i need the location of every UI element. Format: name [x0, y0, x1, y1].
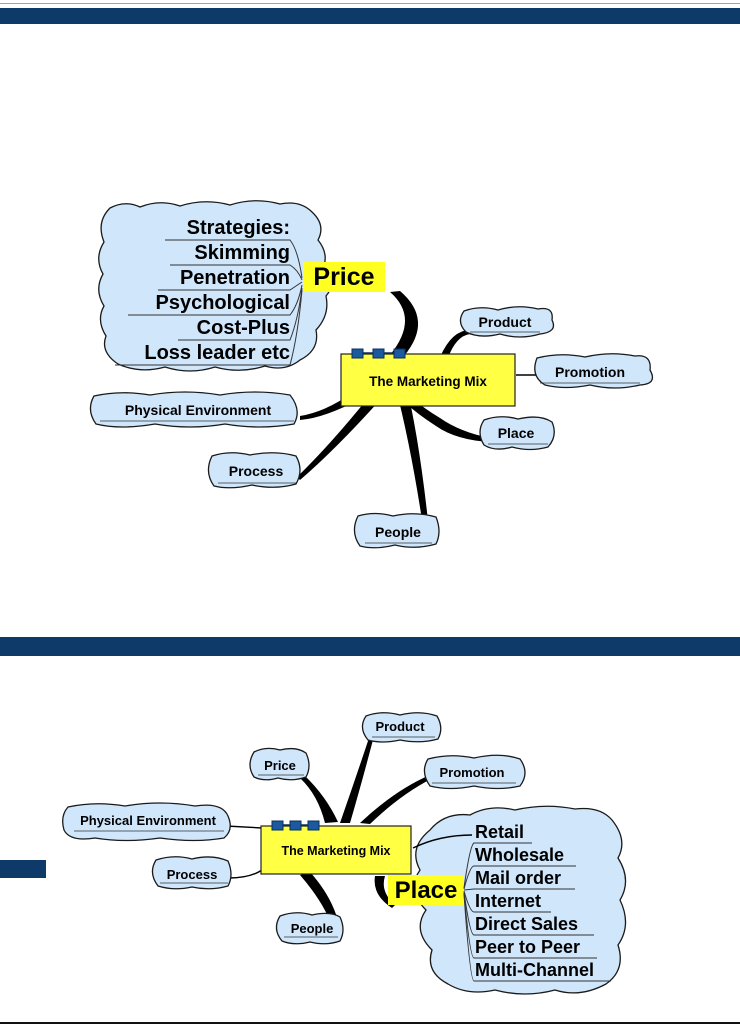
- people-node[interactable]: [275, 912, 344, 945]
- process-label: Process: [167, 867, 218, 882]
- price-node[interactable]: [249, 747, 310, 781]
- place-label: Place: [498, 425, 535, 441]
- topic-marker: [372, 348, 385, 359]
- place-cloud: [413, 805, 627, 995]
- price-strategies-list: Strategies: Skimming Penetration Psychol…: [144, 217, 290, 364]
- central-topic-box[interactable]: [260, 825, 412, 875]
- place-channels-list: Retail Wholesale Mail order Internet Dir…: [475, 822, 594, 980]
- promotion-label: Promotion: [555, 364, 625, 380]
- process-label: Process: [229, 463, 284, 479]
- place-node[interactable]: [479, 416, 555, 451]
- list-item: Peer to Peer: [475, 937, 580, 957]
- product-label: Product: [479, 314, 532, 330]
- focus-topic-place[interactable]: Place: [395, 877, 458, 904]
- topic-marker: [351, 348, 364, 359]
- focus-topic-price[interactable]: Price: [313, 263, 374, 291]
- topic-marker: [307, 820, 320, 831]
- list-item: Loss leader etc: [144, 342, 290, 364]
- list-item: Multi-Channel: [475, 960, 594, 980]
- topic-marker: [289, 820, 302, 831]
- central-topic-label: The Marketing Mix: [369, 374, 487, 389]
- list-item: Psychological: [156, 292, 291, 314]
- mind-map-place: The Marketing Mix Place Retail Wholesale…: [62, 712, 627, 995]
- product-node[interactable]: [459, 306, 555, 338]
- list-item: Direct Sales: [475, 914, 578, 934]
- product-node[interactable]: [361, 712, 442, 743]
- list-item: Cost-Plus: [197, 317, 290, 339]
- list-item: Wholesale: [475, 845, 564, 865]
- price-label: Price: [264, 758, 296, 773]
- mind-map-price: The Marketing Mix Price Strategies: Skim…: [89, 200, 654, 549]
- list-item: Internet: [475, 891, 541, 911]
- physical-environment-node[interactable]: [89, 391, 298, 428]
- topic-marker: [271, 820, 284, 831]
- promotion-node[interactable]: [534, 353, 654, 389]
- people-label: People: [291, 921, 334, 936]
- list-item: Penetration: [180, 267, 290, 289]
- promotion-node[interactable]: [423, 754, 526, 790]
- physical-environment-label: Physical Environment: [125, 402, 272, 418]
- list-item: Skimming: [194, 242, 290, 264]
- topic-marker: [393, 348, 406, 359]
- promotion-label: Promotion: [440, 765, 505, 780]
- central-topic-box[interactable]: [340, 353, 516, 407]
- header-band-top: [0, 8, 740, 24]
- product-label: Product: [375, 719, 425, 734]
- bottom-rule: [0, 1022, 740, 1024]
- branches: [297, 291, 490, 540]
- people-label: People: [375, 524, 421, 540]
- process-node[interactable]: [151, 856, 232, 890]
- price-cloud: [98, 200, 332, 372]
- price-highlight: [303, 262, 385, 292]
- side-tab: [0, 860, 46, 878]
- list-item: Retail: [475, 822, 524, 842]
- list-item: Strategies:: [187, 217, 290, 239]
- people-node[interactable]: [353, 512, 440, 549]
- central-topic-label: The Marketing Mix: [281, 844, 390, 858]
- process-node[interactable]: [207, 452, 301, 489]
- top-rule: [0, 3, 740, 4]
- header-band-middle: [0, 637, 740, 656]
- physical-environment-label: Physical Environment: [80, 813, 216, 828]
- list-item: Mail order: [475, 868, 561, 888]
- place-highlight: [388, 875, 464, 905]
